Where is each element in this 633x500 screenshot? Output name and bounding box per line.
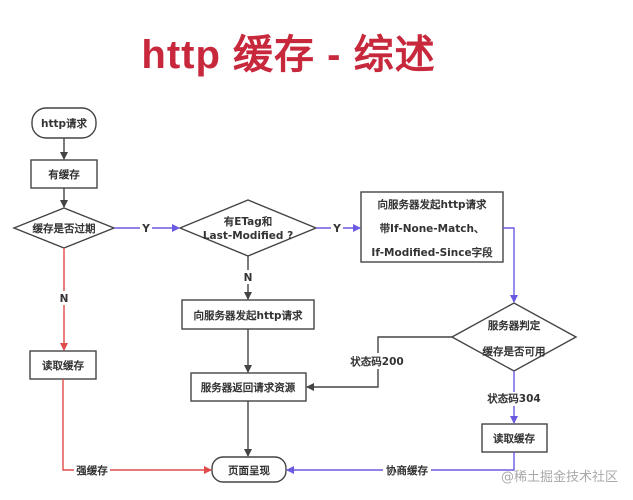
- watermark: @稀土掘金技术社区: [501, 469, 618, 485]
- node-start-label: http请求: [41, 117, 88, 130]
- node-etag-label-1: 有ETag和: [224, 215, 273, 228]
- node-send-request-plain: 向服务器发起http请求: [181, 299, 315, 330]
- node-has-cache: 有缓存: [30, 159, 98, 189]
- node-expired-decision: 缓存是否过期: [12, 207, 116, 249]
- node-send-conditional-request: 向服务器发起http请求 带If-None-Match、 If-Modified…: [360, 191, 504, 263]
- node-read-cache-strong-label: 读取缓存: [42, 359, 84, 372]
- edge-expired-yes-label: Y: [141, 223, 150, 235]
- edge-negotiate-cache-label: 协商缓存: [386, 464, 428, 477]
- edge-expired-no-label: N: [60, 293, 69, 305]
- node-server-judge-decision: 服务器判定 缓存是否可用: [450, 302, 578, 372]
- node-expired-label: 缓存是否过期: [32, 222, 96, 235]
- node-read-cache-negotiate: 读取缓存: [481, 423, 548, 453]
- node-send-request-plain-label: 向服务器发起http请求: [193, 309, 303, 322]
- node-server-return: 服务器返回请求资源: [190, 372, 307, 402]
- node-server-judge-label-1: 服务器判定: [488, 319, 541, 332]
- node-server-judge-label-2: 缓存是否可用: [482, 345, 546, 358]
- node-etag-label-2: Last-Modified ?: [203, 230, 293, 242]
- diagram-title-text: http 缓存 - 综述: [141, 33, 436, 77]
- node-has-cache-label: 有缓存: [48, 168, 80, 181]
- edge-etag-yes-label: Y: [332, 223, 341, 235]
- node-start: http请求: [31, 107, 97, 139]
- edge-send-cond-to-judge: [503, 227, 518, 303]
- diagram-title: http 缓存 - 综述: [0, 22, 633, 80]
- node-read-cache-strong: 读取缓存: [29, 350, 97, 380]
- node-read-cache-negotiate-label: 读取缓存: [493, 432, 535, 445]
- node-send-cond-label-1: 向服务器发起http请求: [377, 198, 487, 211]
- node-send-cond-label-2: 带If-None-Match、: [380, 222, 485, 235]
- edge-etag-no-label: N: [244, 272, 253, 284]
- edge-strong-cache-label: 强缓存: [76, 464, 108, 477]
- edge-strong-cache: [62, 379, 212, 474]
- node-render-label: 页面呈现: [228, 465, 270, 477]
- node-etag-decision: 有ETag和 Last-Modified ?: [178, 199, 318, 257]
- node-server-return-label: 服务器返回请求资源: [201, 381, 296, 394]
- node-send-cond-label-3: If-Modified-Since字段: [371, 246, 493, 259]
- edge-judge-304-label: 状态码304: [487, 392, 540, 405]
- edge-judge-200-label: 状态码200: [350, 355, 403, 368]
- edge-negotiate-cache: [286, 452, 515, 474]
- node-render: 页面呈现: [211, 456, 287, 483]
